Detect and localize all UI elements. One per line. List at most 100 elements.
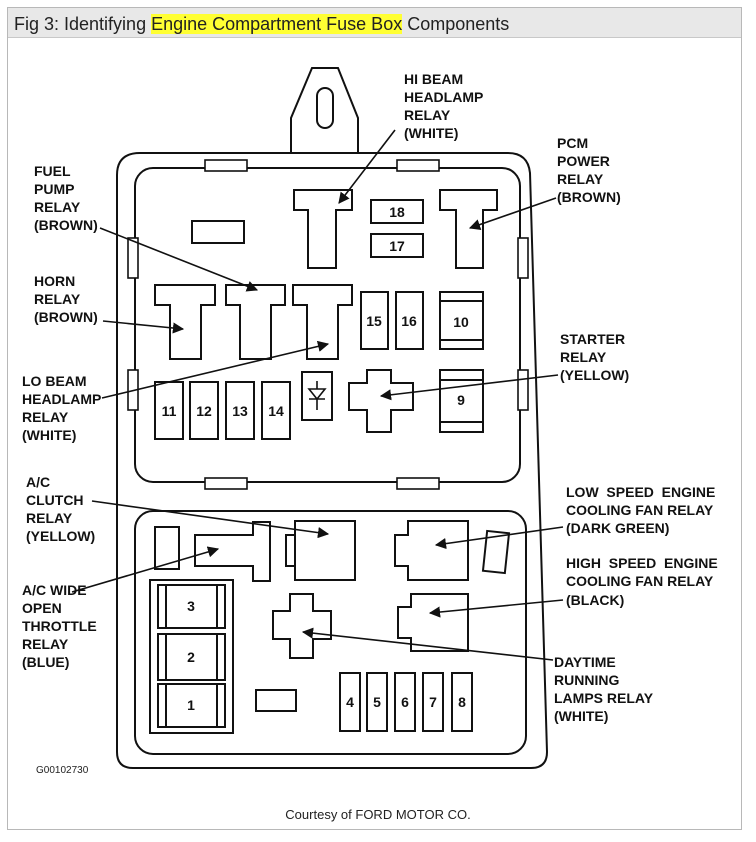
fuse-13-label: 13 [232,403,248,419]
fuse-13 [225,381,255,440]
callout-line: (WHITE) [554,708,608,724]
callout-line: CLUTCH [26,492,84,508]
fuse-8-label: 8 [458,694,466,710]
fuse-5 [366,672,388,732]
maxi-fuse-1 [157,683,226,728]
callout-line: RELAY [560,349,607,365]
maxi-fuse-holder [149,579,234,734]
title-prefix: Fig 3: Identifying [14,14,152,34]
callout-line: LAMPS RELAY [554,690,654,706]
callout-line: PUMP [34,181,74,197]
callout-line: HI BEAM [404,71,463,87]
title-suffix: Components [402,14,510,34]
fuse-14 [261,381,291,440]
callout-line: (BROWN) [34,309,98,325]
fuse-12 [189,381,219,440]
callout-line: RELAY [22,636,69,652]
callout-low-speed: LOW SPEED ENGINE COOLING FAN RELAY (DARK… [566,484,715,536]
hi-beam-relay [293,189,353,269]
callout-line: (BROWN) [34,217,98,233]
callout-line: LO BEAM [22,373,87,389]
callout-ac-wide: A/C WIDE OPEN THROTTLE RELAY (BLUE) [22,582,97,670]
callout-line: LOW SPEED ENGINE [566,484,715,500]
fuse-9-label: 9 [457,392,465,408]
callout-pcm: PCM POWER RELAY (BROWN) [557,135,621,205]
maxi-fuse-2 [157,633,226,681]
fuel-pump-relay [225,284,286,360]
leader-horn [102,320,185,334]
pcm-power-relay [439,189,498,269]
fuse-7 [422,672,444,732]
fuse-8 [451,672,473,732]
callout-line: RELAY [34,199,81,215]
maxi-fuse-2-label: 2 [187,649,195,665]
leader-low-speed [434,526,564,550]
callout-line: STARTER [560,331,625,347]
diode-symbol [307,381,327,410]
callout-line: THROTTLE [22,618,97,634]
fuse-17-label: 17 [389,238,405,254]
spare-slot [191,220,245,244]
fuse-16 [395,291,424,350]
latch [517,369,529,411]
callout-line: (WHITE) [404,125,458,141]
fuse-9 [439,369,484,433]
maxi-fuse-1-label: 1 [187,697,195,713]
fuse-11-label: 11 [162,403,177,419]
latch [204,159,248,172]
callout-line: RELAY [557,171,604,187]
fuse-6 [394,672,416,732]
fuse-15 [360,291,389,350]
figure-code: G00102730 [36,765,89,776]
figure-title: Fig 3: Identifying Engine Compartment Fu… [14,14,509,35]
latch [396,159,440,172]
callout-line: RELAY [34,291,81,307]
fuse-10-label: 10 [453,314,469,330]
fuse-7-label: 7 [429,694,437,710]
maxi-fuse-3-label: 3 [187,598,195,614]
callout-line: RELAY [22,409,69,425]
callout-line: A/C WIDE [22,582,87,598]
callout-lo-beam: LO BEAM HEADLAMP RELAY (WHITE) [22,373,101,443]
callout-daytime: DAYTIME RUNNING LAMPS RELAY (WHITE) [554,654,654,724]
callout-line: (YELLOW) [26,528,95,544]
fuse-numbers: 18 17 15 16 10 9 11 12 13 14 3 2 1 4 5 6… [162,204,469,713]
daytime-running-lamps-relay [272,593,332,659]
callout-line: (YELLOW) [560,367,629,383]
ac-clutch-relay [194,521,271,582]
ac-clutch-relay-connector [285,520,356,581]
callout-line: HEADLAMP [22,391,101,407]
fuse-15-label: 15 [366,313,382,329]
callout-line: HEADLAMP [404,89,483,105]
latch [204,477,248,490]
callout-line: A/C [26,474,50,490]
title-highlight: Engine Compartment Fuse Box [151,14,403,34]
starter-relay [348,369,414,433]
fuse-18 [370,199,424,224]
callout-line: RUNNING [554,672,619,688]
spare-slot-small [255,689,297,712]
leader-pcm [468,197,557,230]
leader-starter [379,374,559,401]
diode-module [301,371,333,421]
leader-ac-wide [71,546,220,593]
mounting-slot [316,87,334,129]
callout-line: HIGH SPEED ENGINE [566,555,718,571]
latch [517,237,529,279]
callout-line: PCM [557,135,588,151]
callout-line: POWER [557,153,610,169]
callout-line: (BROWN) [557,189,621,205]
fuse-6-label: 6 [401,694,409,710]
leader-daytime [301,627,554,661]
lower-compartment [134,510,527,755]
fuse-12-label: 12 [196,403,212,419]
callout-line: (DARK GREEN) [566,520,669,536]
callout-line: (BLACK) [566,592,624,608]
fuse-16-label: 16 [401,313,417,329]
callout-line: FUEL [34,163,71,179]
fuse-18-label: 18 [389,204,405,220]
maxi-fuse-3 [157,584,226,629]
fuse-4-label: 4 [346,694,354,710]
callout-line: HORN [34,273,75,289]
horn-relay [154,284,216,360]
